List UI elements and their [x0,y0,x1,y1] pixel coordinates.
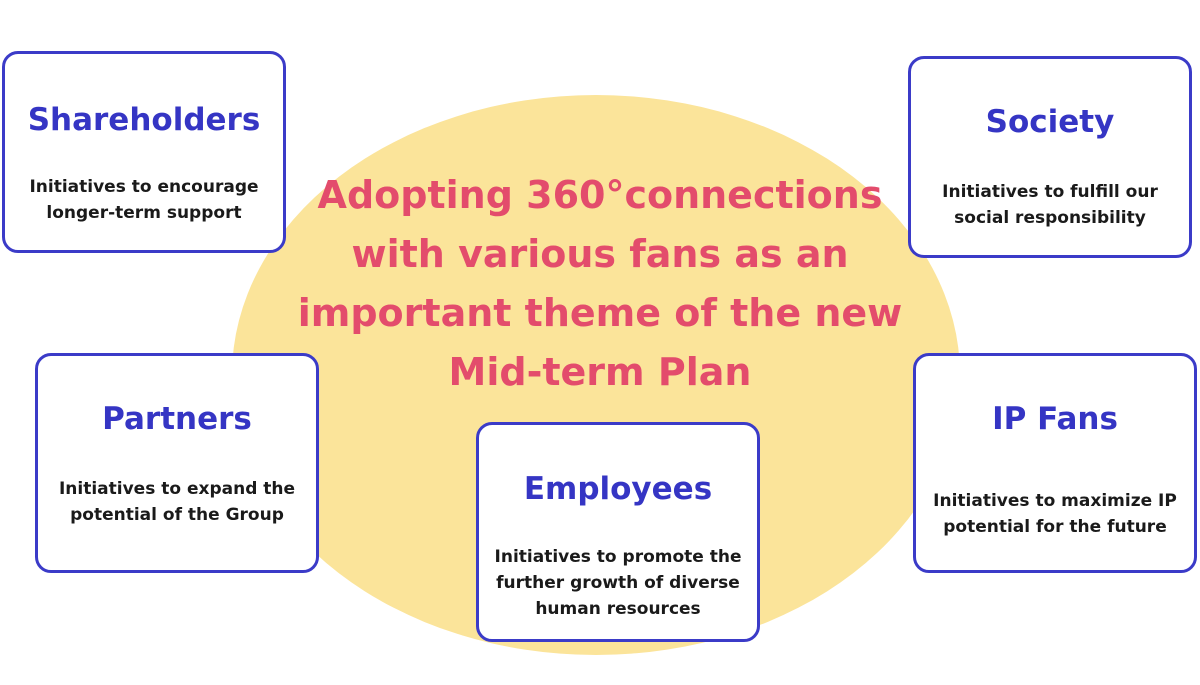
card-description-line: potential of the Group [70,505,284,525]
card-description-line: longer-term support [46,203,242,223]
stakeholder-card-partners: Partners Initiatives to expand the poten… [35,353,319,573]
card-description-line: Initiatives to fulfill our [942,182,1158,202]
card-title: Partners [102,401,252,437]
card-description-line: Initiatives to promote the [494,547,742,567]
card-title: IP Fans [992,401,1118,437]
central-theme-line: important theme of the new [297,291,903,335]
card-description-line: Initiatives to encourage [29,177,259,197]
card-description: Initiatives to encourage longer-term sup… [5,174,283,226]
central-theme-text: Adopting 360°connections with various fa… [280,166,920,402]
stakeholder-card-employees: Employees Initiatives to promote the fur… [476,422,760,642]
card-description-line: Initiatives to expand the [58,479,296,499]
central-theme-line: Mid-term Plan [448,350,752,394]
card-title: Society [985,104,1115,140]
card-title: Shareholders [27,102,261,138]
card-description-line: further growth of diverse [496,573,740,593]
stakeholder-card-ip-fans: IP Fans Initiatives to maximize IP poten… [913,353,1197,573]
card-title: Employees [523,471,713,507]
card-description: Initiatives to expand the potential of t… [38,476,316,528]
card-description-line: potential for the future [943,517,1167,537]
card-description: Initiatives to promote the further growt… [479,544,757,622]
card-description: Initiatives to fulfill our social respon… [911,179,1189,231]
stakeholder-card-society: Society Initiatives to fulfill our socia… [908,56,1192,258]
card-description: Initiatives to maximize IP potential for… [916,488,1194,540]
card-description-line: human resources [535,599,701,619]
stakeholder-card-shareholders: Shareholders Initiatives to encourage lo… [2,51,286,253]
card-description-line: Initiatives to maximize IP [933,491,1177,511]
central-theme-line: with various fans as an [351,232,849,276]
central-theme-line: Adopting 360°connections [317,173,883,217]
card-description-line: social responsibility [954,208,1146,228]
